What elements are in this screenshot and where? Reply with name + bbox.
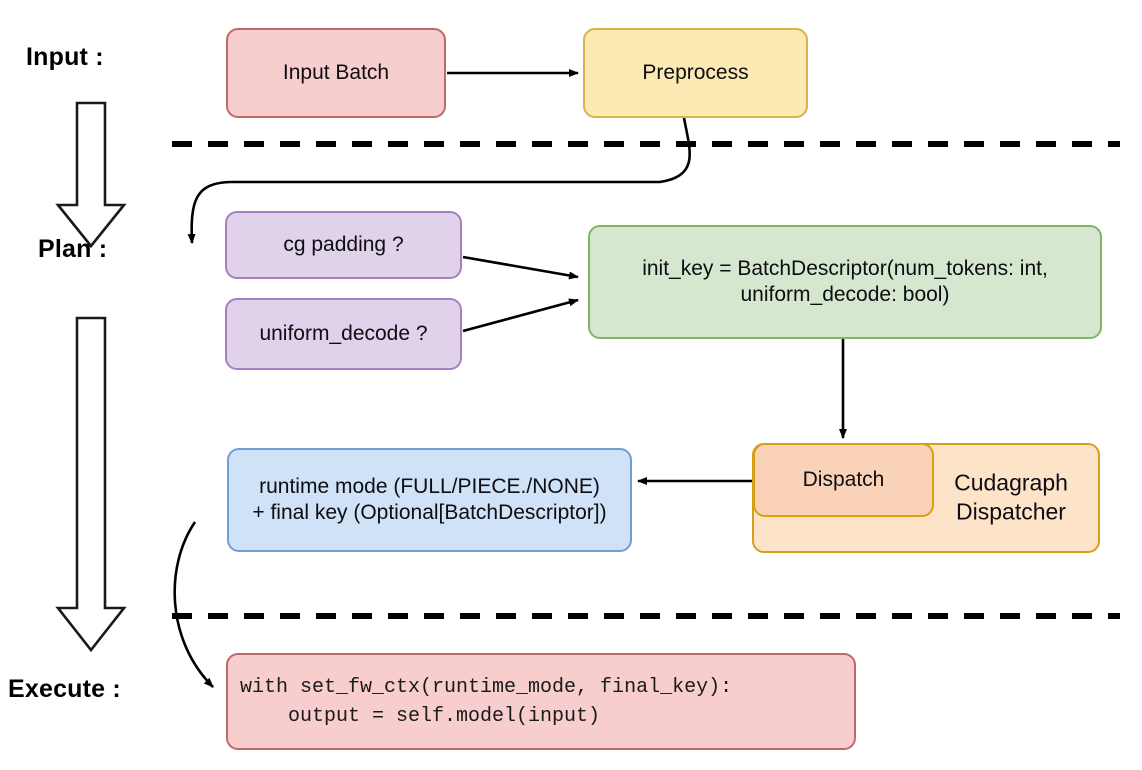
node-execute-code[interactable]: with set_fw_ctx(runtime_mode, final_key)… [226, 653, 856, 750]
node-input-batch-label: Input Batch [282, 60, 390, 84]
edge-uniform-decode-to-init-key [462, 298, 579, 333]
node-init-key-line2: uniform_decode: bool) [740, 283, 950, 306]
node-init-key-text: init_key = BatchDescriptor(num_tokens: i… [642, 256, 1048, 309]
node-runtime-mode-line2: + final key (Optional[BatchDescriptor]) [252, 501, 607, 524]
node-init-key[interactable]: init_key = BatchDescriptor(num_tokens: i… [588, 225, 1102, 339]
edge-runtime-mode-to-execute [173, 521, 214, 688]
node-runtime-mode-text: runtime mode (FULL/PIECE./NONE) + final … [252, 474, 606, 527]
node-execute-code-text: with set_fw_ctx(runtime_mode, final_key)… [240, 673, 732, 731]
node-cg-padding[interactable]: cg padding ? [225, 211, 462, 279]
node-runtime-mode-line1: runtime mode (FULL/PIECE./NONE) [259, 474, 600, 498]
node-preprocess[interactable]: Preprocess [583, 28, 808, 118]
edge-cg-padding-to-init-key [462, 255, 579, 280]
node-cg-padding-label: cg padding ? [283, 232, 404, 256]
node-dispatch-label: Dispatch [802, 467, 885, 491]
node-input-batch[interactable]: Input Batch [226, 28, 446, 118]
node-cudagraph-dispatcher-line2: Dispatcher [956, 499, 1066, 525]
node-execute-code-line1: with set_fw_ctx(runtime_mode, final_key)… [240, 675, 733, 699]
node-cudagraph-dispatcher-line1: Cudagraph [954, 469, 1068, 496]
plan-to-execute-block-arrow [55, 316, 127, 653]
stage-label-execute: Execute : [8, 675, 121, 703]
node-init-key-line1: init_key = BatchDescriptor(num_tokens: i… [642, 256, 1048, 280]
stage-label-input: Input : [26, 43, 104, 71]
node-uniform-decode-label: uniform_decode ? [259, 321, 428, 345]
node-preprocess-label: Preprocess [642, 60, 749, 84]
node-cudagraph-dispatcher-label: Cudagraph Dispatcher [936, 469, 1086, 528]
stage-label-plan: Plan : [38, 235, 108, 263]
node-execute-code-line2: output = self.model(input) [240, 704, 601, 728]
node-runtime-mode[interactable]: runtime mode (FULL/PIECE./NONE) + final … [227, 448, 632, 552]
node-dispatch[interactable]: Dispatch [753, 443, 934, 517]
input-to-plan-block-arrow [55, 101, 127, 249]
node-uniform-decode[interactable]: uniform_decode ? [225, 298, 462, 370]
